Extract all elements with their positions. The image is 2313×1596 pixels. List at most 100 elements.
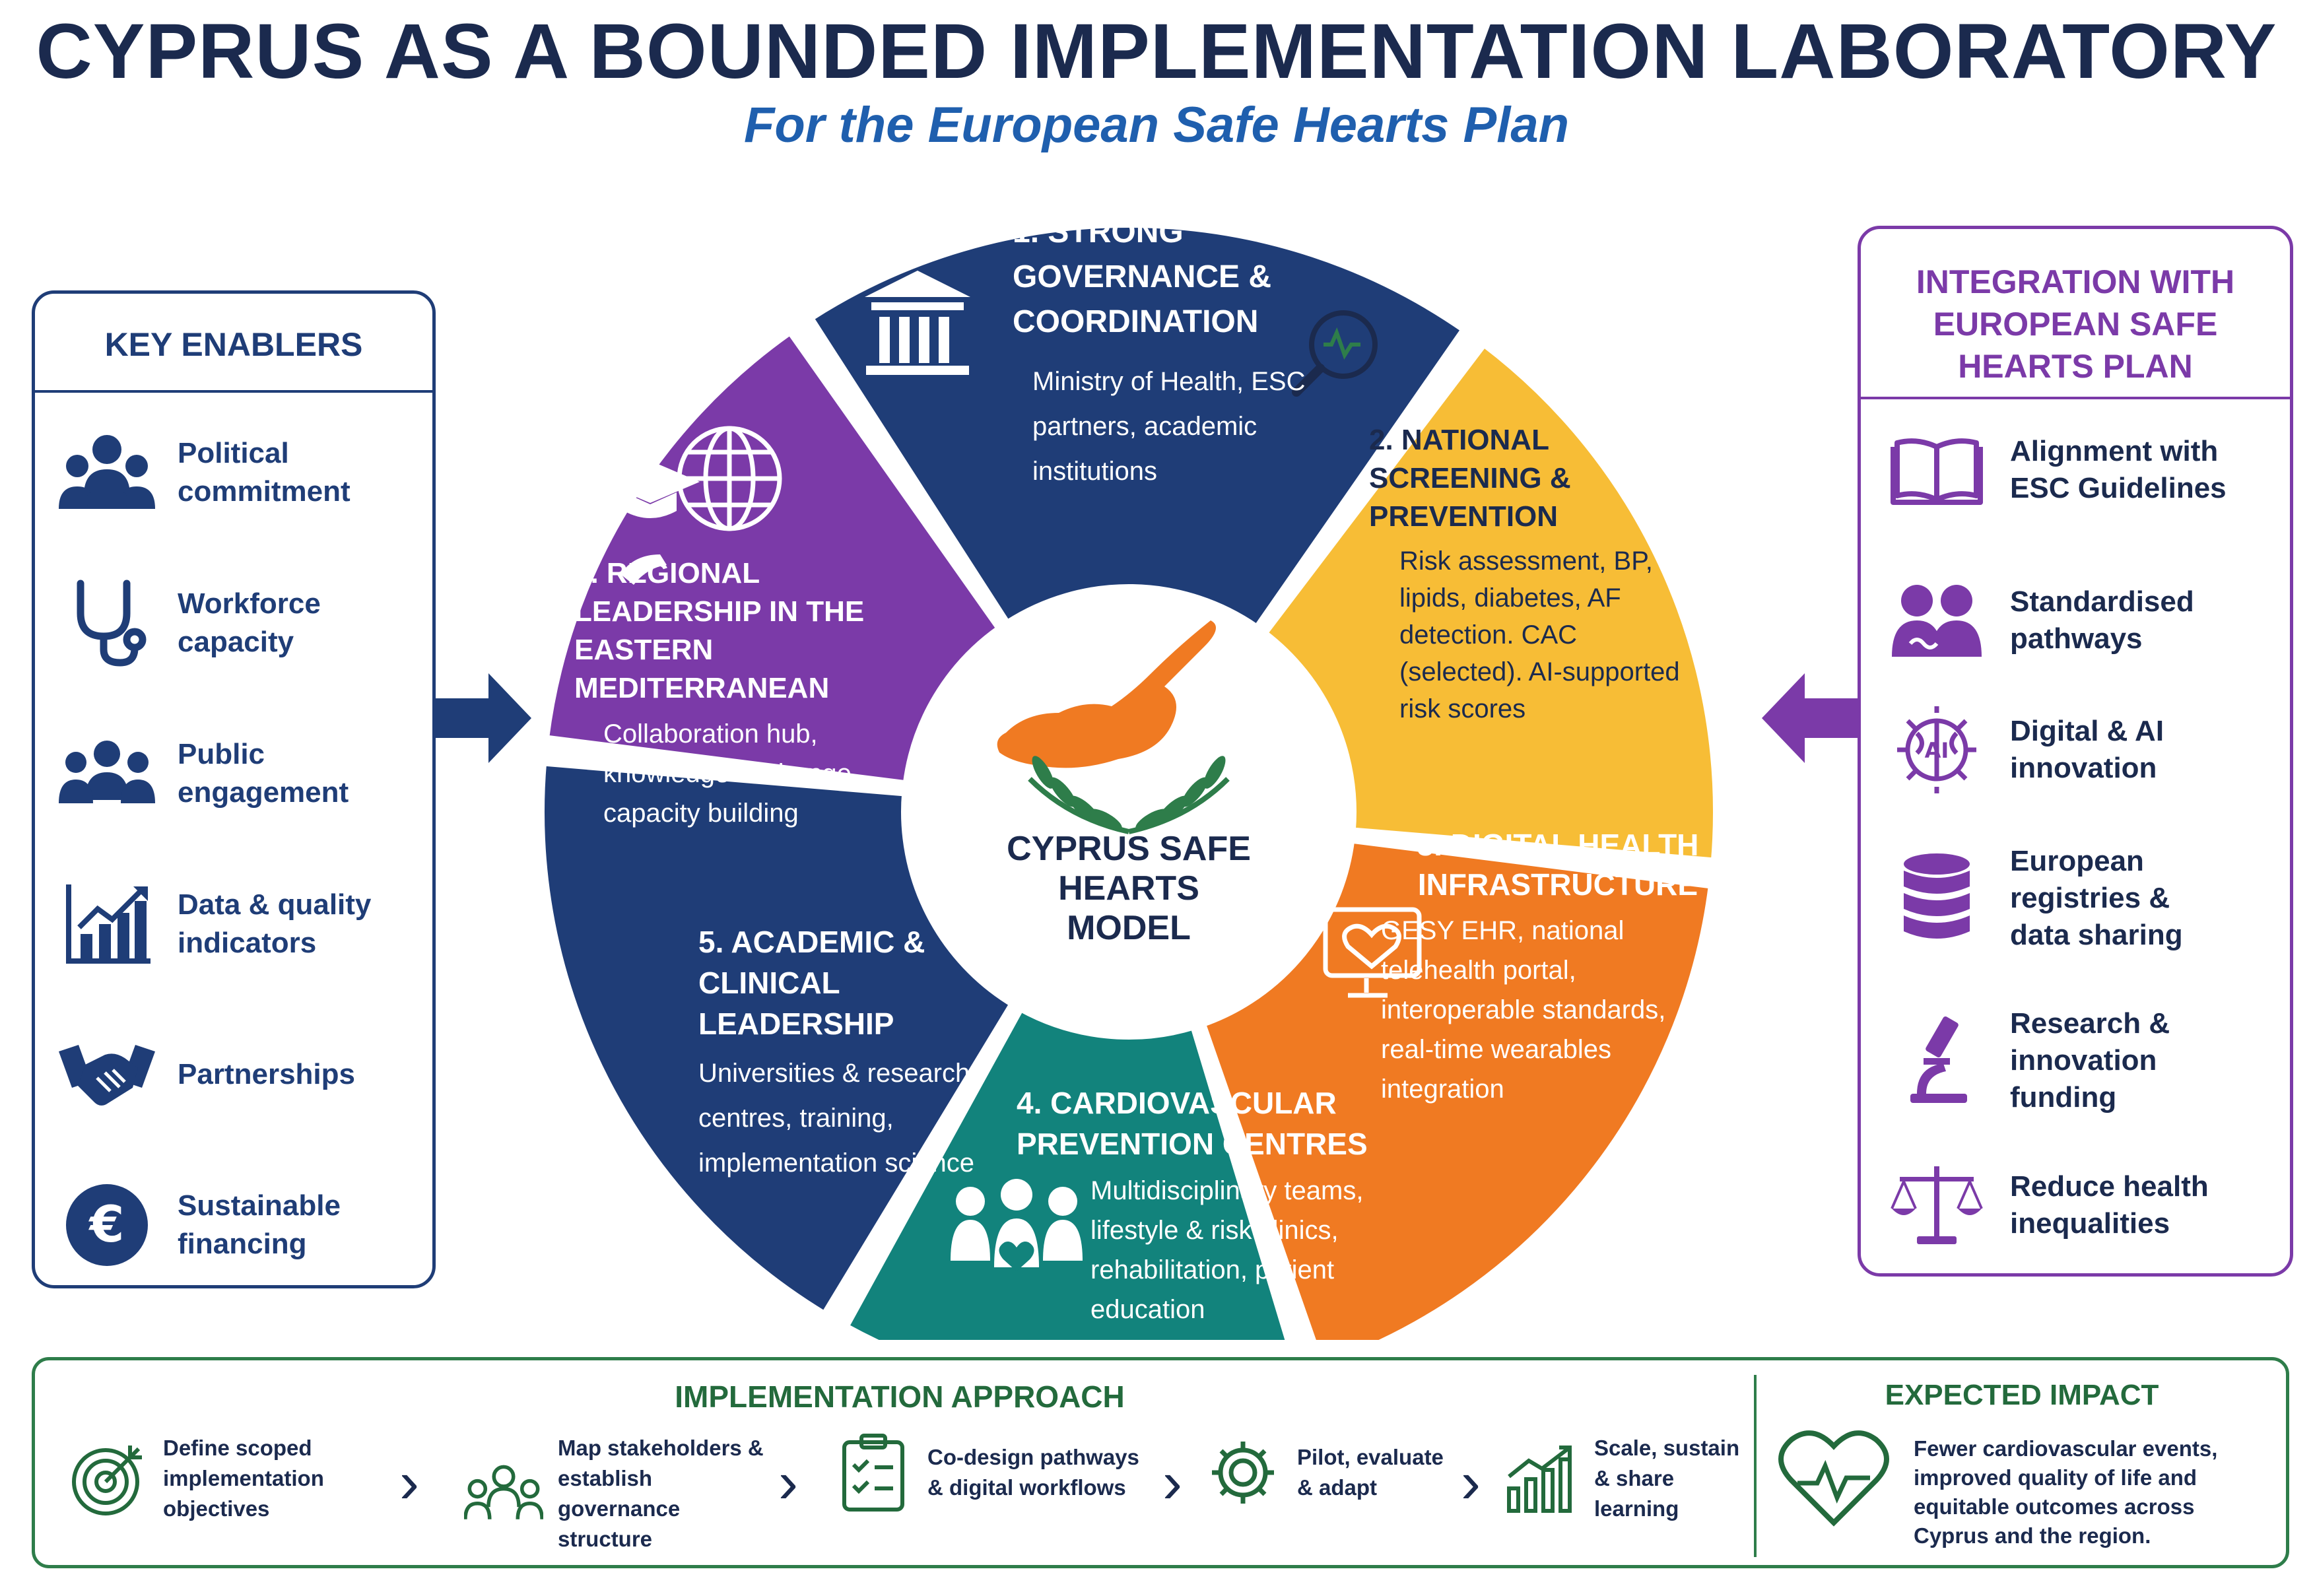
integration-heading: INTEGRATION WITH EUROPEAN SAFE HEARTS PL… <box>1916 263 2235 385</box>
impact-heading: EXPECTED IMPACT <box>1885 1379 2159 1411</box>
integration-label: European registries & data sharing <box>2010 845 2183 951</box>
implementation-step: Scale, sustain & share learning <box>1500 1433 1759 1524</box>
implementation-step: Define scoped implementation objectives <box>69 1433 348 1524</box>
heart-pulse-icon <box>1778 1430 1889 1527</box>
handshake-icon <box>57 1025 156 1124</box>
center-model-label: CYPRUS SAFE HEARTS MODEL <box>1007 830 1251 947</box>
checklist-icon <box>834 1433 913 1512</box>
scales-icon <box>1887 1156 1986 1255</box>
svg-text:€: € <box>88 1195 125 1253</box>
segment-6-title: 6. REGIONAL LEADERSHIP IN THE EASTERN ME… <box>574 557 865 704</box>
integration-panel: INTEGRATION WITH EUROPEAN SAFE HEARTS PL… <box>1858 226 2293 1277</box>
segment-2-text: 2. NATIONAL SCREENING & PREVENTION Risk … <box>1369 421 1712 727</box>
step-label: Define scoped implementation objectives <box>163 1436 324 1521</box>
crowd-icon <box>57 724 156 823</box>
implementation-step: Co-design pathways & digital workflows <box>834 1433 1152 1512</box>
monitor-heart-icon <box>1323 907 1422 998</box>
segment-5-body: Universities & research centres, trainin… <box>698 1059 974 1178</box>
enabler-label: Sustainable financing <box>178 1189 341 1260</box>
wheel-center <box>904 587 1353 1036</box>
svg-text:AI: AI <box>1925 738 1949 763</box>
segment-4-body: Multidisciplinary teams, lifestyle & ris… <box>1090 1176 1364 1324</box>
segment-2-title: 2. NATIONAL SCREENING & PREVENTION <box>1369 424 1571 533</box>
cyprus-map-icon <box>997 620 1216 768</box>
enabler-label: Public engagement <box>178 738 349 809</box>
chevron-right-icon: › <box>778 1449 798 1515</box>
implementation-step: Map stakeholders & establish governance … <box>464 1433 776 1554</box>
people-group-icon <box>57 423 156 522</box>
bar-divider <box>1754 1375 1757 1557</box>
segment-5-title: 5. ACADEMIC & CLINICAL LEADERSHIP <box>698 925 925 1041</box>
step-label: Co-design pathways & digital workflows <box>927 1445 1139 1500</box>
globe-icon <box>677 426 782 531</box>
chevron-right-icon: › <box>399 1449 419 1515</box>
impact-text: Fewer cardiovascular events, improved qu… <box>1914 1436 2218 1548</box>
gear-icon <box>1203 1433 1283 1512</box>
implementation-step: Pilot, evaluate & adapt <box>1203 1433 1449 1512</box>
integration-label: Alignment with ESC Guidelines <box>2010 435 2227 504</box>
euro-icon: € <box>57 1176 156 1275</box>
enabler-item: Public engagement <box>57 724 428 823</box>
enabler-item: Data & quality indicators <box>57 875 428 974</box>
book-icon <box>1887 420 1986 519</box>
enabler-label: Data & quality indicators <box>178 888 372 959</box>
integration-label: Reduce health inequalities <box>2010 1170 2209 1240</box>
enabler-label: Partnerships <box>178 1058 355 1090</box>
implementation-bar: IMPLEMENTATION APPROACH EXPECTED IMPACT … <box>32 1357 2289 1568</box>
page-title: CYPRUS AS A BOUNDED IMPLEMENTATION LABOR… <box>36 8 2277 95</box>
olive-leaves-icon <box>1032 756 1226 831</box>
database-icon <box>1887 849 1986 948</box>
segment-1-body: Ministry of Health, ESC partners, academ… <box>1032 367 1306 486</box>
care-team-icon <box>951 1179 1083 1271</box>
segment-6-text: 6. REGIONAL LEADERSHIP IN THE EASTERN ME… <box>574 554 918 833</box>
magnifier-heartbeat-icon <box>1292 310 1378 397</box>
bar-chart-icon <box>57 875 156 974</box>
integration-label: Research & innovation funding <box>2010 1007 2170 1114</box>
government-building-icon <box>865 271 970 375</box>
integration-item: European registries & data sharing <box>1887 843 2234 954</box>
segment-3-title: 3. DIGITAL HEALTH INFRASTRUCTURE <box>1417 828 1699 902</box>
page-subtitle: For the European Safe Hearts Plan <box>743 97 1570 153</box>
enabler-item: Political commitment <box>57 423 428 522</box>
microscope-icon <box>1887 1011 1986 1110</box>
step-label: Map stakeholders & establish governance … <box>558 1436 764 1551</box>
stakeholders-icon <box>464 1454 543 1533</box>
key-enablers-panel: KEY ENABLERS Political commitment Workfo… <box>32 290 436 1288</box>
segment-3-text: 3. DIGITAL HEALTH INFRASTRUCTURE GESY EH… <box>1381 825 1716 1109</box>
integration-item: Standardised pathways <box>1887 571 2234 670</box>
key-enablers-heading: KEY ENABLERS <box>104 326 363 363</box>
segment-4-text: 4. CARDIOVASCULAR PREVENTION CENTRES Mul… <box>1017 1082 1386 1329</box>
integration-label: Standardised pathways <box>2010 585 2194 655</box>
integration-item: Alignment with ESC Guidelines <box>1887 420 2234 519</box>
stethoscope-icon <box>57 574 156 673</box>
segment-6-body: Collaboration hub, knowledge exchange, c… <box>603 719 859 828</box>
chevron-right-icon: › <box>1461 1449 1481 1515</box>
step-label: Scale, sustain & share learning <box>1594 1436 1740 1521</box>
segment-5-text: 5. ACADEMIC & CLINICAL LEADERSHIP Univer… <box>698 921 1002 1185</box>
enabler-label: Political commitment <box>178 437 351 508</box>
ai-brain-icon: AI <box>1887 700 1986 799</box>
safe-hearts-wheel <box>538 221 1720 1340</box>
integration-divider <box>1861 397 2290 399</box>
growth-chart-icon <box>1500 1439 1580 1518</box>
integration-item: AI Digital & AI innovation <box>1887 700 2234 799</box>
people-icon <box>1887 571 1986 670</box>
integration-item: Research & innovation funding <box>1887 1005 2234 1116</box>
step-label: Pilot, evaluate & adapt <box>1297 1445 1444 1500</box>
segment-1-title: 1. STRONG GOVERNANCE & COORDINATION <box>1013 215 1272 339</box>
segment-3-body: GESY EHR, national telehealth portal, in… <box>1381 916 1666 1104</box>
segment-2-body: Risk assessment, BP, lipids, diabetes, A… <box>1399 547 1680 723</box>
segment-1-text: 1. STRONG GOVERNANCE & COORDINATION Mini… <box>1013 210 1409 494</box>
graduation-cap-icon <box>601 461 700 585</box>
enabler-item: Partnerships <box>57 1025 428 1124</box>
left-arrow-icon <box>436 673 531 763</box>
enabler-item: € Sustainable financing <box>57 1176 428 1275</box>
target-icon <box>69 1439 149 1518</box>
integration-label: Digital & AI innovation <box>2010 715 2164 784</box>
integration-item: Reduce health inequalities <box>1887 1156 2234 1255</box>
segment-4-title: 4. CARDIOVASCULAR PREVENTION CENTRES <box>1017 1086 1368 1161</box>
enabler-item: Workforce capacity <box>57 574 428 673</box>
key-enablers-divider <box>35 390 432 393</box>
implementation-heading: IMPLEMENTATION APPROACH <box>675 1380 1125 1414</box>
right-arrow-icon <box>1762 673 1858 763</box>
